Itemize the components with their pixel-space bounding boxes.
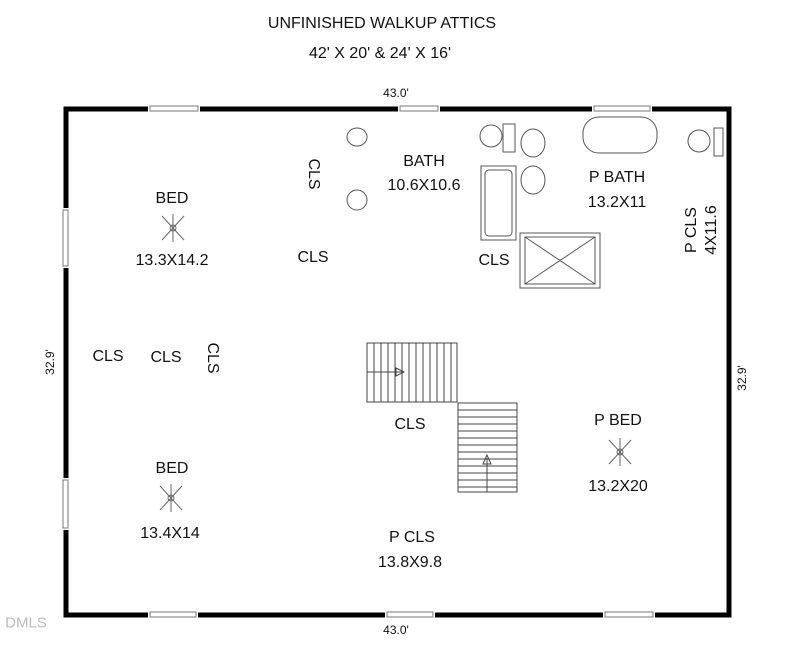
dimension-bottom: 43.0' bbox=[383, 623, 409, 637]
room-bath-name: BATH bbox=[403, 153, 445, 170]
room-pcls-side-name: P CLS bbox=[683, 207, 700, 253]
room-pbath-name: P BATH bbox=[588, 169, 646, 186]
stairs bbox=[366, 342, 518, 493]
dimension-right: 32.9' bbox=[735, 365, 749, 391]
dimension-top: 43.0' bbox=[383, 86, 409, 100]
fixtures bbox=[346, 116, 724, 289]
ceiling-fans bbox=[159, 214, 632, 512]
plan-title: UNFINISHED WALKUP ATTICS bbox=[267, 15, 497, 32]
room-bath-size: 10.6X10.6 bbox=[387, 177, 461, 194]
closet-label: CLS bbox=[305, 158, 322, 190]
closet-label: CLS bbox=[297, 249, 329, 266]
closet-label: CLS bbox=[478, 252, 510, 269]
watermark: DMLS bbox=[5, 614, 47, 632]
room-pbath-size: 13.2X11 bbox=[587, 194, 647, 211]
room-pcls-size: 13.8X9.8 bbox=[377, 554, 443, 571]
closet-label: CLS bbox=[92, 348, 124, 365]
room-pbed-name: P BED bbox=[594, 412, 642, 429]
dimension-left: 32.9' bbox=[43, 349, 57, 375]
closet-label: CLS bbox=[150, 349, 182, 366]
windows bbox=[62, 105, 654, 618]
room-pbed-size: 13.2X20 bbox=[588, 478, 648, 495]
room-bed-2-name: BED bbox=[155, 460, 189, 477]
room-pcls-name: P CLS bbox=[389, 529, 435, 546]
closet-label: CLS bbox=[204, 342, 221, 374]
room-bed-1-name: BED bbox=[155, 190, 189, 207]
room-bed-2-size: 13.4X14 bbox=[140, 525, 200, 542]
room-pcls-side-size: 4X11.6 bbox=[703, 205, 720, 255]
closet-label: CLS bbox=[394, 416, 426, 433]
plan-subtitle: 42' X 20' & 24' X 16' bbox=[308, 45, 452, 62]
room-bed-1-size: 13.3X14.2 bbox=[135, 252, 209, 269]
exterior-walls bbox=[63, 106, 732, 618]
